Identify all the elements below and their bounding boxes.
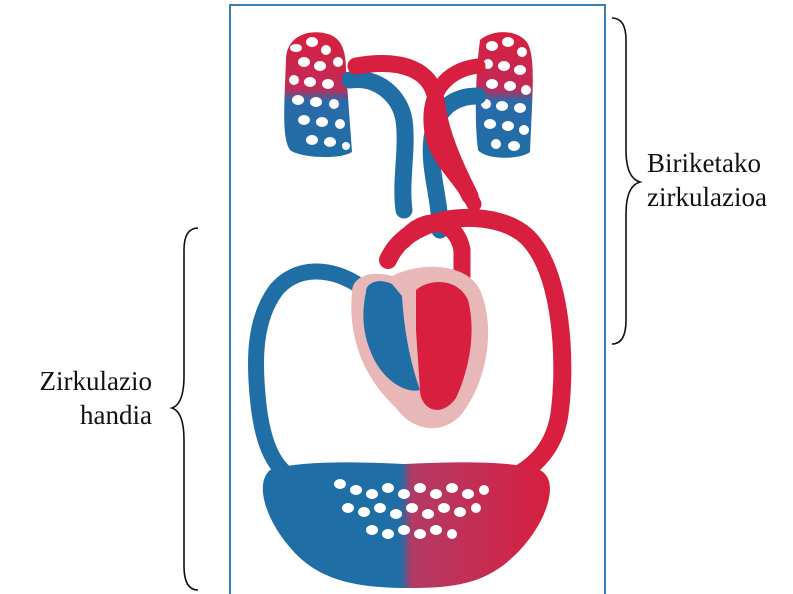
label-line: Biriketako	[647, 146, 767, 180]
label-line: zirkulazioa	[647, 180, 767, 214]
pulmonary-circulation-label: Biriketako zirkulazioa	[647, 146, 767, 214]
left-lung	[284, 32, 352, 157]
pulmonary-brace	[612, 18, 640, 344]
label-line: Zirkulazio	[10, 364, 152, 398]
systemic-brace	[172, 228, 198, 590]
systemic-circulation-label: Zirkulazio handia	[10, 364, 152, 432]
label-line: handia	[10, 398, 152, 432]
